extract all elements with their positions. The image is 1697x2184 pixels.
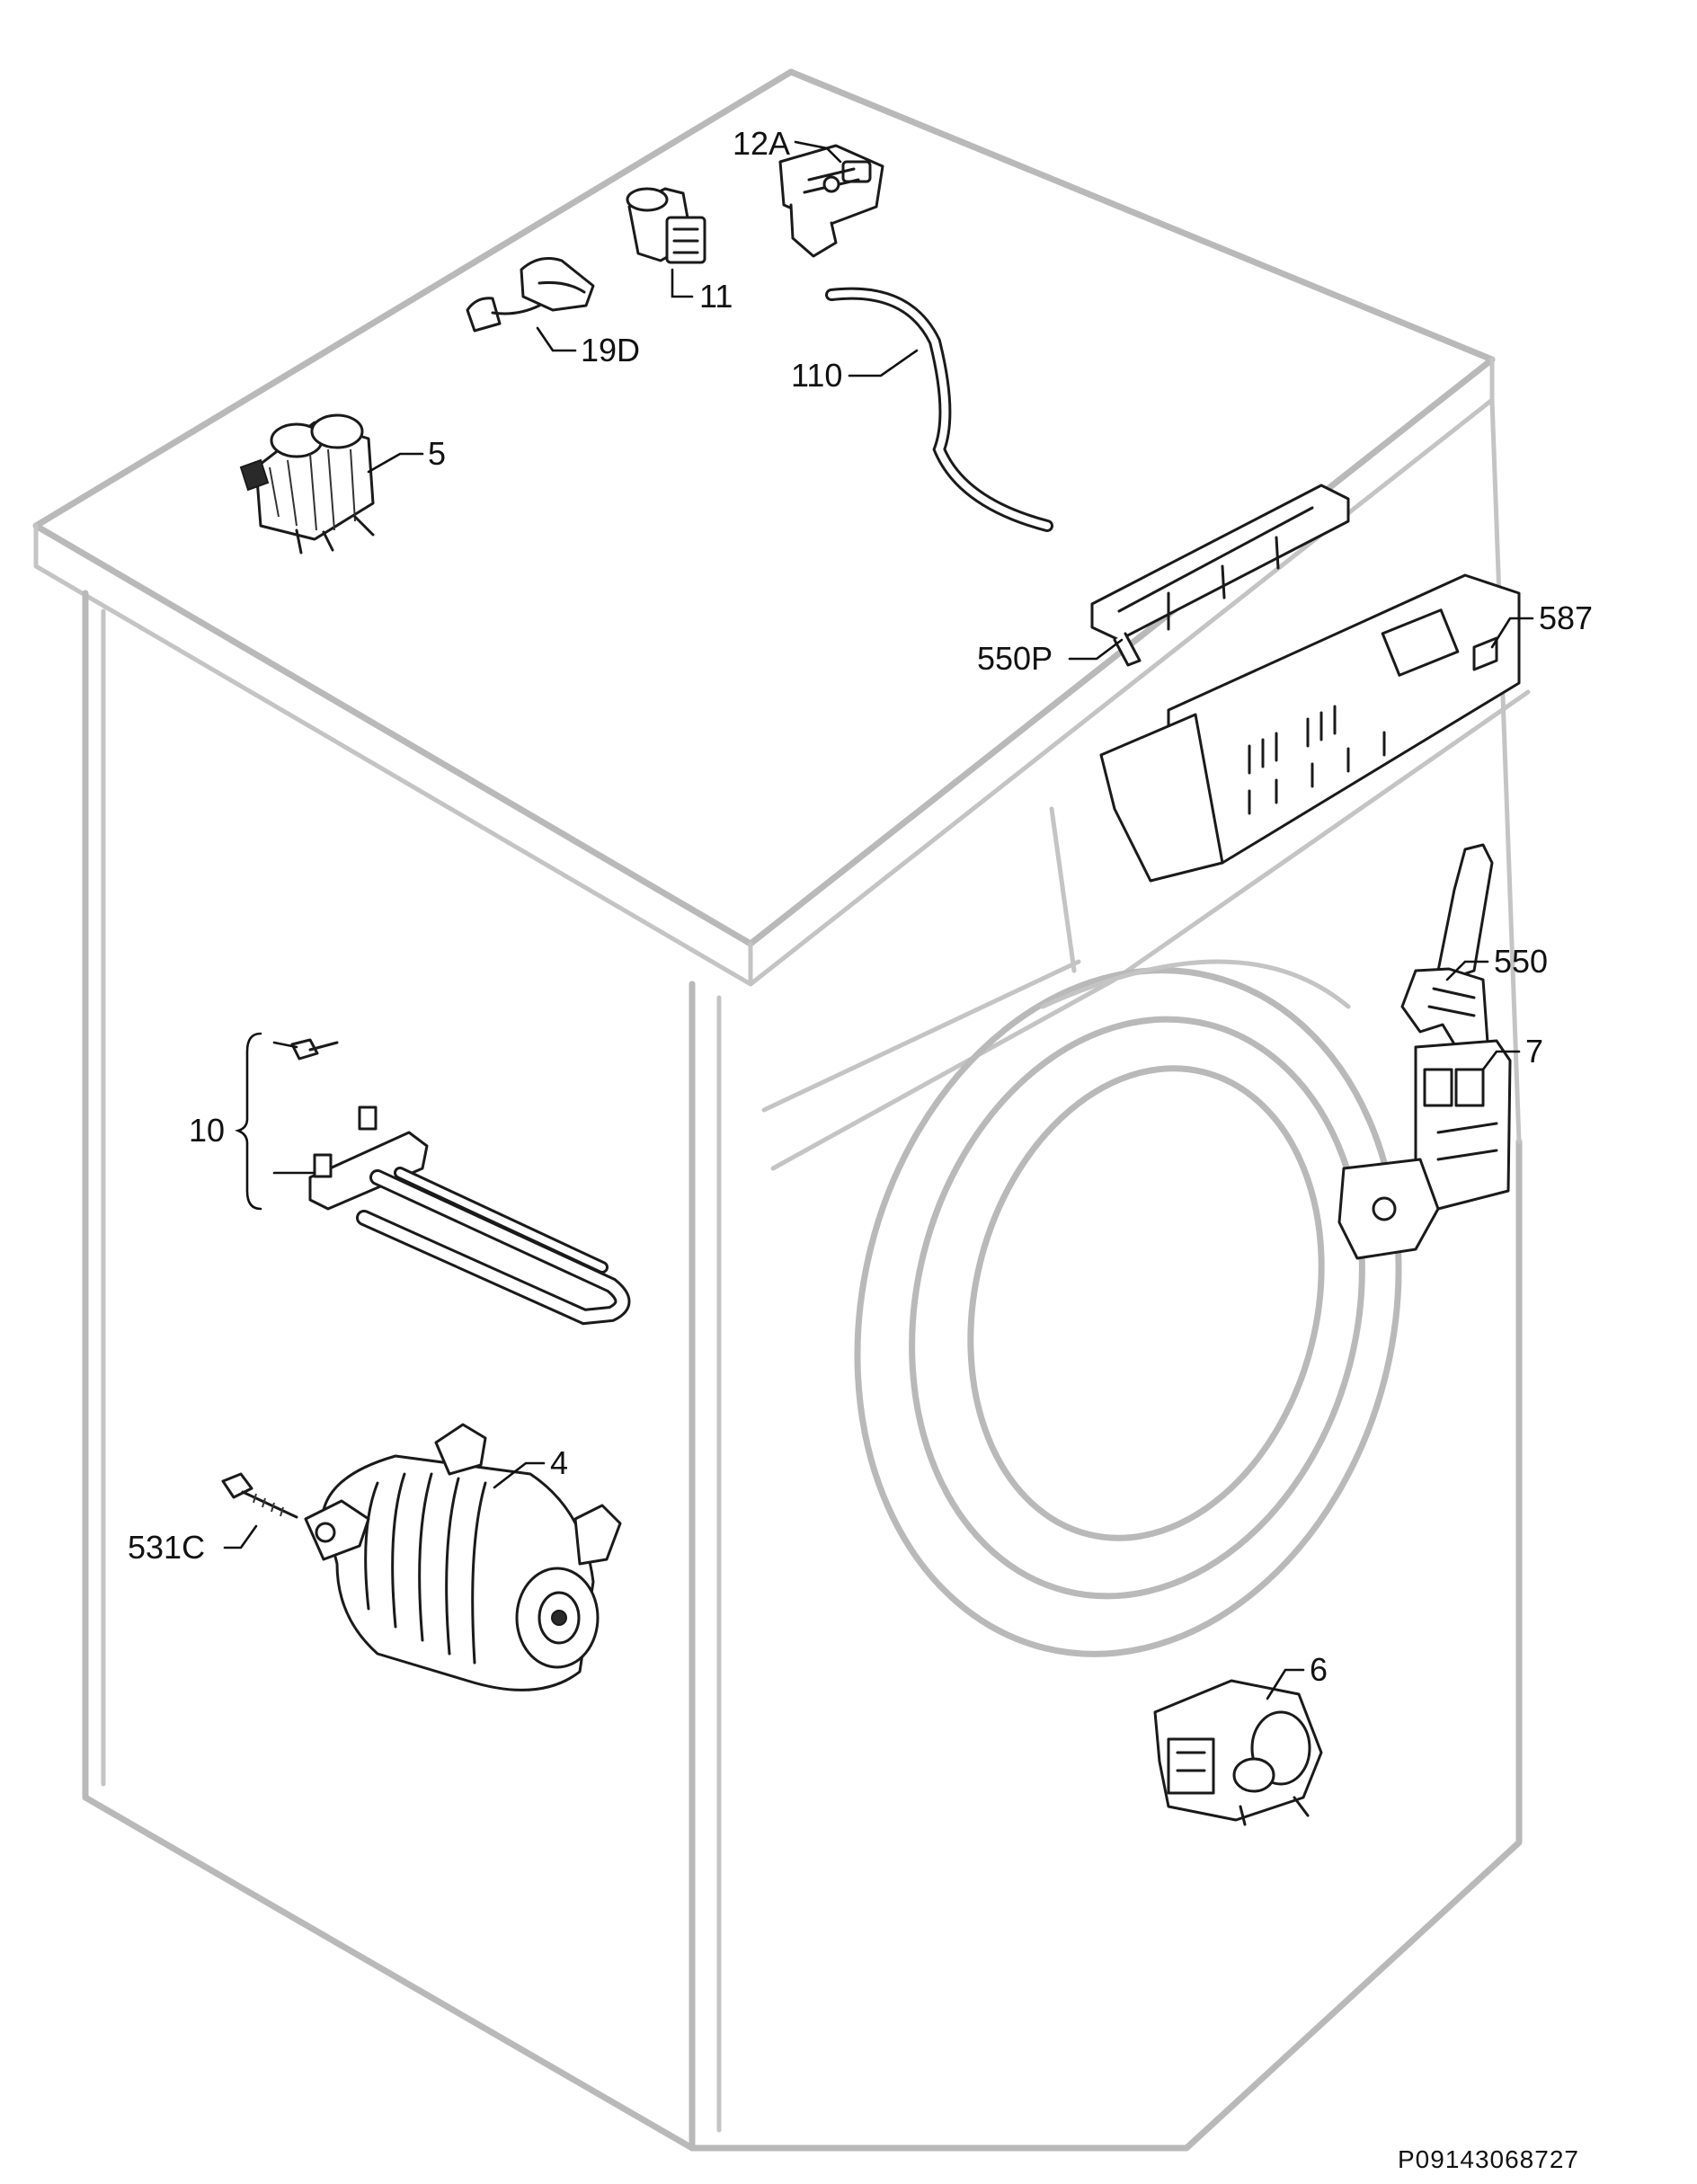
leader-550 [1445,960,1489,981]
leader-7 [1481,1050,1521,1071]
callout-19D: 19D [581,332,640,368]
electronic-module-icon [1099,573,1521,883]
screw-icon [221,1472,298,1519]
leader-19D [536,326,577,352]
door-lock-icon [1337,1039,1512,1260]
leader-11 [671,268,694,298]
motor-icon [304,1423,622,1691]
callout-6: 6 [1310,1651,1328,1688]
callout-4: 4 [550,1444,568,1481]
callout-587: 587 [1539,599,1593,636]
pressure-switch-icon [778,144,884,258]
callout-labels: 12A 11 19D 110 5 550P 587 550 7 10 4 531… [128,125,1593,1688]
callout-550P: 550P [977,640,1053,677]
callout-7: 7 [1525,1033,1543,1070]
leader-6 [1266,1668,1305,1700]
inlet-valve-icon [239,413,375,555]
hose-icon [825,287,1053,532]
callout-12A: 12A [733,125,790,162]
interference-filter-icon [626,187,706,264]
heating-element-icon [290,1038,631,1326]
leader-531C [223,1524,258,1549]
callout-110: 110 [791,357,842,394]
leader-lines [223,140,1534,1700]
callout-531C: 531C [128,1529,205,1566]
leader-4 [493,1461,546,1489]
leader-587 [1490,617,1534,649]
callout-11: 11 [699,278,733,315]
leader-5 [367,452,424,474]
drawing-code: P09143068727 [1398,2145,1579,2173]
leader-550P [1068,638,1124,661]
drain-pump-icon [1153,1679,1323,1826]
callout-550: 550 [1494,943,1548,980]
callout-5: 5 [428,435,446,472]
callout-10: 10 [189,1112,225,1149]
door-handle-icon [1400,843,1494,1049]
drawer-handle-icon [1090,484,1350,667]
leader-110 [848,349,919,377]
cabinet-outline [32,68,1531,2152]
bracket-10 [235,1032,262,1211]
leader-12A [794,140,842,164]
leader-10-top [272,1041,298,1049]
ntc-sensor-icon [466,257,595,333]
